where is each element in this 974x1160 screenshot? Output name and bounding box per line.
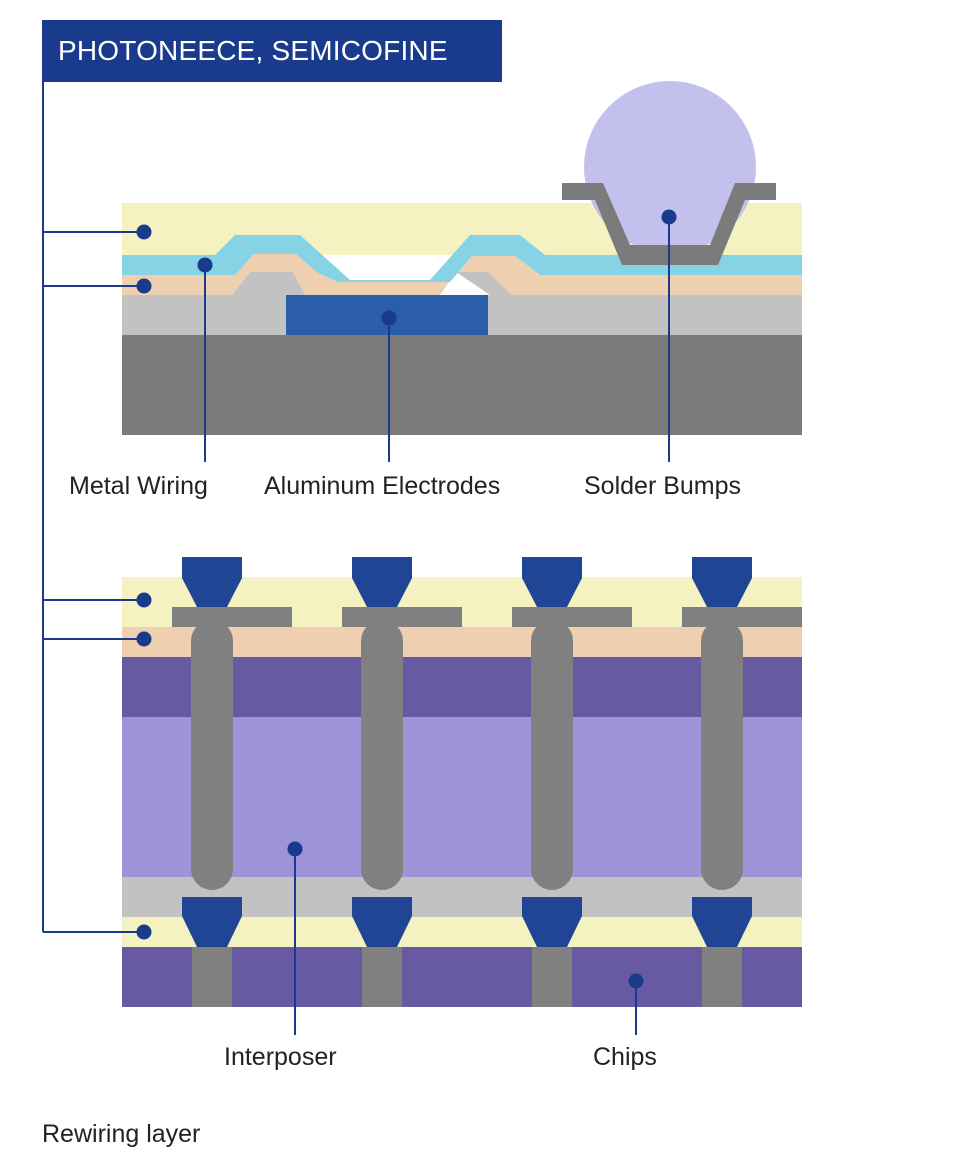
via-pillar	[172, 557, 292, 1007]
title-text: PHOTONEECE, SEMICOFINE	[58, 35, 448, 66]
pad-bar	[682, 607, 802, 627]
dot-metal-wiring	[197, 257, 213, 273]
top-via-cap	[692, 557, 752, 607]
pillar-stem	[191, 620, 233, 890]
bottom-via-cap	[352, 897, 412, 947]
label-interposer: Interposer	[224, 1043, 337, 1071]
interposer-core	[122, 717, 802, 877]
via-pillar	[682, 557, 802, 1007]
chip-layer	[122, 947, 802, 1007]
dot-solder-bump	[661, 209, 677, 225]
via-pillar	[342, 557, 462, 1007]
solder-bump-ball	[584, 81, 756, 253]
via-pillar	[512, 557, 632, 1007]
top-via-cap	[352, 557, 412, 607]
pad-bar	[342, 607, 462, 627]
pillar-stem	[701, 620, 743, 890]
chip-connector	[532, 947, 572, 1007]
polymer-insulation-layer	[122, 254, 802, 295]
label-solder-bumps: Solder Bumps	[584, 472, 742, 500]
chip-connector	[362, 947, 402, 1007]
label-metal-wiring: Metal Wiring	[69, 472, 208, 500]
dot-bottom-cream	[136, 592, 152, 608]
callout-lines	[42, 82, 670, 1035]
dot-top-peach	[136, 278, 152, 294]
chip-connector	[702, 947, 742, 1007]
callout-dots	[136, 209, 677, 989]
label-aluminum-electrodes: Aluminum Electrodes	[264, 472, 501, 500]
under-bump-metal	[562, 183, 776, 265]
bottom-via-cap	[692, 897, 752, 947]
dot-aluminum-electrode	[381, 310, 397, 326]
silicon-substrate	[122, 335, 802, 435]
chip-connector	[192, 947, 232, 1007]
pillar-stem	[531, 620, 573, 890]
dot-interposer	[287, 841, 303, 857]
top-cross-section	[122, 81, 802, 435]
dot-chips	[628, 973, 644, 989]
caption-text: Rewiring layer	[42, 1120, 201, 1148]
interposer-dark-top	[122, 657, 802, 717]
top-via-cap	[182, 557, 242, 607]
dot-top-cream	[136, 224, 152, 240]
pad-bar	[512, 607, 632, 627]
bottom-via-cap	[182, 897, 242, 947]
bottom-cross-section	[122, 557, 802, 1007]
dot-bottom-peach	[136, 631, 152, 647]
pillar-stem	[361, 620, 403, 890]
top-via-cap	[522, 557, 582, 607]
title-banner: PHOTONEECE, SEMICOFINE	[42, 20, 502, 82]
dot-bottom-rewiring	[136, 924, 152, 940]
label-chips: Chips	[593, 1043, 657, 1071]
metal-wiring-layer	[122, 235, 802, 282]
bottom-via-cap	[522, 897, 582, 947]
pad-bar	[172, 607, 292, 627]
peach-insulation-layer	[122, 627, 802, 657]
